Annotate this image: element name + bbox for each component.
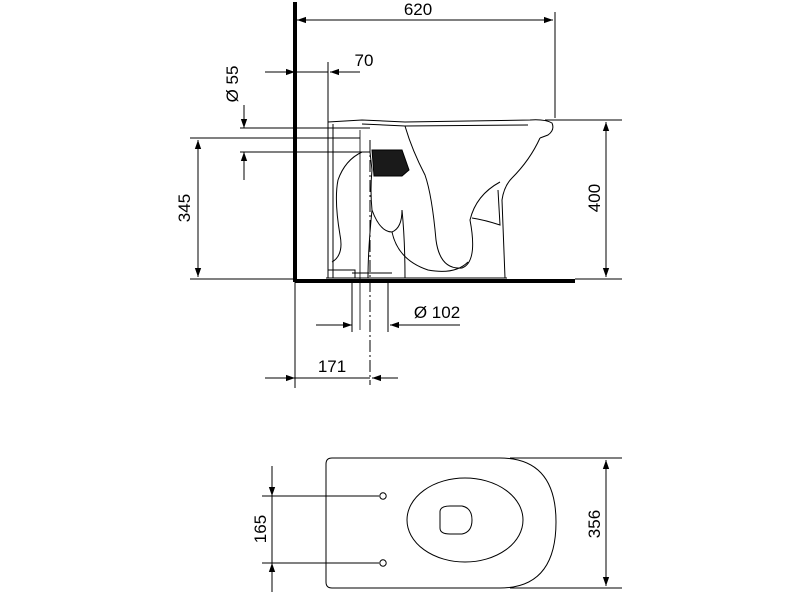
inlet-height-label: 345 bbox=[175, 194, 194, 222]
outlet-opening bbox=[439, 505, 473, 535]
depth-label: 620 bbox=[404, 0, 432, 19]
side-view bbox=[190, 2, 622, 388]
waste-offset-label: 70 bbox=[355, 51, 374, 70]
fixing-spacing-label: 165 bbox=[251, 515, 270, 543]
flush-inlet-block bbox=[371, 149, 410, 177]
fixing-hole-top bbox=[379, 492, 387, 500]
bowl-opening bbox=[406, 477, 524, 563]
outlet-diameter-label: Ø 102 bbox=[414, 303, 460, 322]
pan-outline bbox=[326, 119, 554, 279]
height-label: 400 bbox=[585, 184, 604, 212]
pan-plan-outline bbox=[325, 457, 557, 589]
inlet-diameter-label: Ø 55 bbox=[223, 66, 242, 103]
outlet-from-wall-label: 171 bbox=[318, 357, 346, 376]
top-view bbox=[262, 457, 622, 592]
width-label: 356 bbox=[585, 510, 604, 538]
fixing-hole-bottom bbox=[379, 559, 387, 567]
